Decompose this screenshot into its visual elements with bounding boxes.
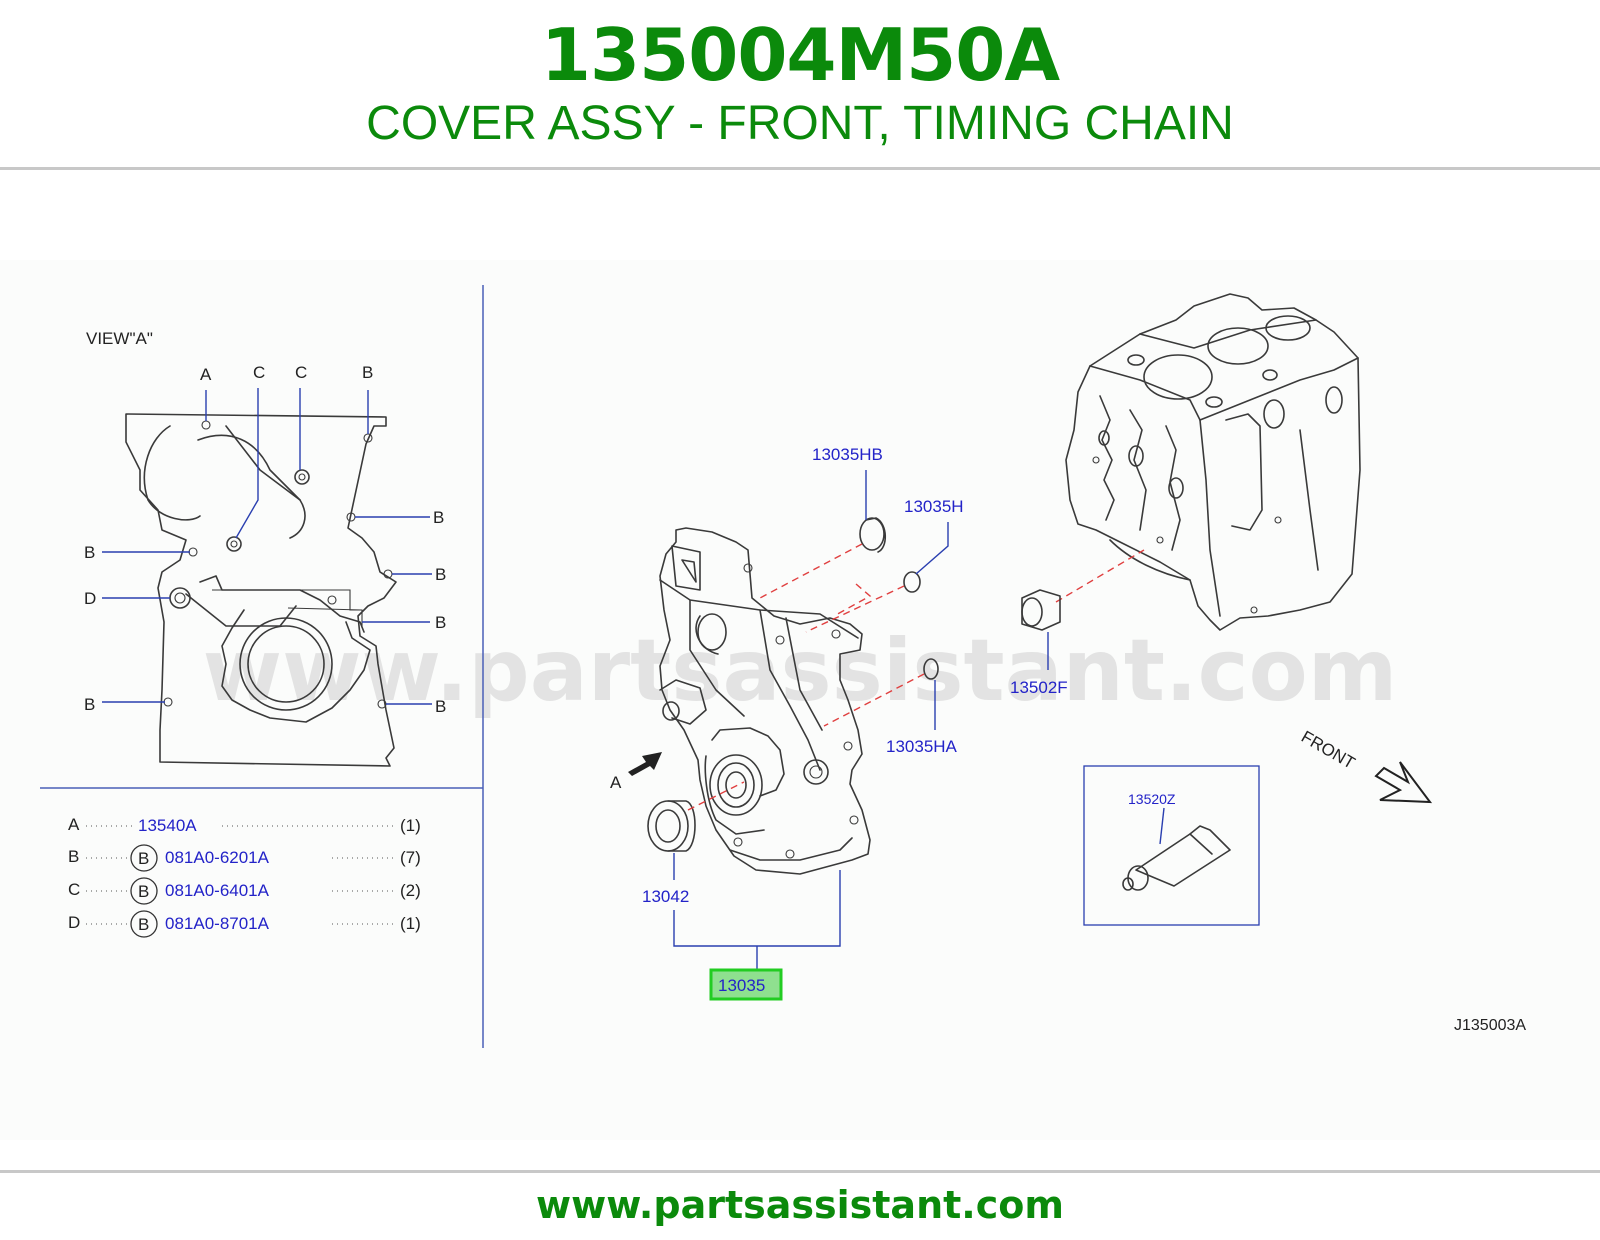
- oring-13035h-drawing: [903, 571, 921, 593]
- arrow-a-label: A: [610, 773, 622, 792]
- bolt-type-circle: [130, 910, 158, 938]
- svg-text:A: A: [68, 815, 80, 834]
- legend-row: D B 081A0-8701A (1): [68, 910, 421, 938]
- callout-c-2: C: [295, 363, 307, 382]
- legend-row: A 13540A (1): [68, 815, 421, 835]
- part-number: 135004M50A: [540, 13, 1060, 97]
- sealant-box: [1083, 765, 1260, 926]
- callout-a: A: [200, 365, 212, 384]
- callout-b-left-2: B: [84, 695, 95, 714]
- callout-b-right-4: B: [435, 697, 446, 716]
- callout-d: D: [84, 589, 96, 608]
- legend-row: C B 081A0-6401A (2): [68, 877, 421, 905]
- legend-part-link[interactable]: 081A0-8701A: [165, 914, 270, 933]
- callout-b-left-1: B: [84, 543, 95, 562]
- part-label-13502f[interactable]: 13502F: [1010, 678, 1068, 697]
- seal-13042-drawing: [647, 800, 696, 852]
- sealant-tube-drawing: [1122, 825, 1231, 891]
- callout-b-top: B: [362, 363, 373, 382]
- part-label-13042[interactable]: 13042: [642, 887, 689, 906]
- svg-text:D: D: [68, 913, 80, 932]
- diagram-code: J135003A: [1454, 1017, 1526, 1034]
- callout-b-right-3: B: [435, 613, 446, 632]
- svg-text:(1): (1): [400, 914, 421, 933]
- svg-text:(1): (1): [400, 816, 421, 835]
- svg-text:B: B: [138, 882, 149, 901]
- front-direction-arrow-icon: [1374, 761, 1433, 804]
- timing-cover-drawing: [659, 527, 871, 875]
- engine-block-drawing: [1065, 293, 1361, 631]
- view-a-callout-labels: A C C B B B B D B B B: [84, 363, 446, 716]
- legend-part-link[interactable]: 081A0-6201A: [165, 848, 270, 867]
- plug-13035hb-drawing: [859, 517, 887, 553]
- parts-diagram: www.partsassistant.com VIEW"A": [0, 260, 1600, 1140]
- watermark-text: www.partsassistant.com: [203, 621, 1398, 721]
- part-label-13035hb[interactable]: 13035HB: [812, 445, 883, 464]
- part-leaders: [673, 470, 1165, 970]
- svg-text:(7): (7): [400, 848, 421, 867]
- callout-c-1: C: [253, 363, 265, 382]
- diagram-panel: [0, 260, 1600, 1140]
- oring-13035ha-drawing: [923, 658, 939, 680]
- svg-text:C: C: [68, 880, 80, 899]
- seal-alignment-dash: [1055, 549, 1145, 603]
- part-label-13520z[interactable]: 13520Z: [1128, 791, 1176, 807]
- header-divider: [0, 167, 1600, 170]
- svg-text:B: B: [138, 849, 149, 868]
- callout-b-right-2: B: [435, 565, 446, 584]
- callout-b-right-1: B: [433, 508, 444, 527]
- view-a-cover-outline: [125, 413, 397, 767]
- part-label-13035ha[interactable]: 13035HA: [886, 737, 958, 756]
- bolt-type-circle: [130, 877, 158, 905]
- part-label-13035-selected[interactable]: 13035: [718, 976, 765, 995]
- svg-text:B: B: [68, 847, 79, 866]
- selected-part-highlight: [709, 968, 783, 1001]
- part-label-13035h[interactable]: 13035H: [904, 497, 964, 516]
- header: 135004M50A COVER ASSY - FRONT, TIMING CH…: [0, 0, 1600, 168]
- footer-divider: [0, 1170, 1600, 1173]
- view-a-title: VIEW"A": [86, 329, 153, 348]
- view-a-arrow-icon: [628, 752, 662, 776]
- alignment-dashes: [687, 543, 925, 811]
- legend-part-link[interactable]: 13540A: [138, 816, 197, 835]
- footer-website-link[interactable]: www.partsassistant.com: [536, 1183, 1064, 1227]
- legend-part-link[interactable]: 081A0-6401A: [165, 881, 270, 900]
- svg-text:(2): (2): [400, 881, 421, 900]
- legend-row: B B 081A0-6201A (7): [68, 844, 421, 872]
- fastener-legend: A 13540A (1) B B 081A0-6201A (7) C B 081…: [68, 815, 421, 938]
- part-description: COVER ASSY - FRONT, TIMING CHAIN: [366, 97, 1234, 150]
- svg-text:B: B: [138, 915, 149, 934]
- bolt-type-circle: [130, 844, 158, 872]
- seal-13502f-drawing: [1021, 589, 1061, 631]
- view-a-leaders: [102, 388, 432, 705]
